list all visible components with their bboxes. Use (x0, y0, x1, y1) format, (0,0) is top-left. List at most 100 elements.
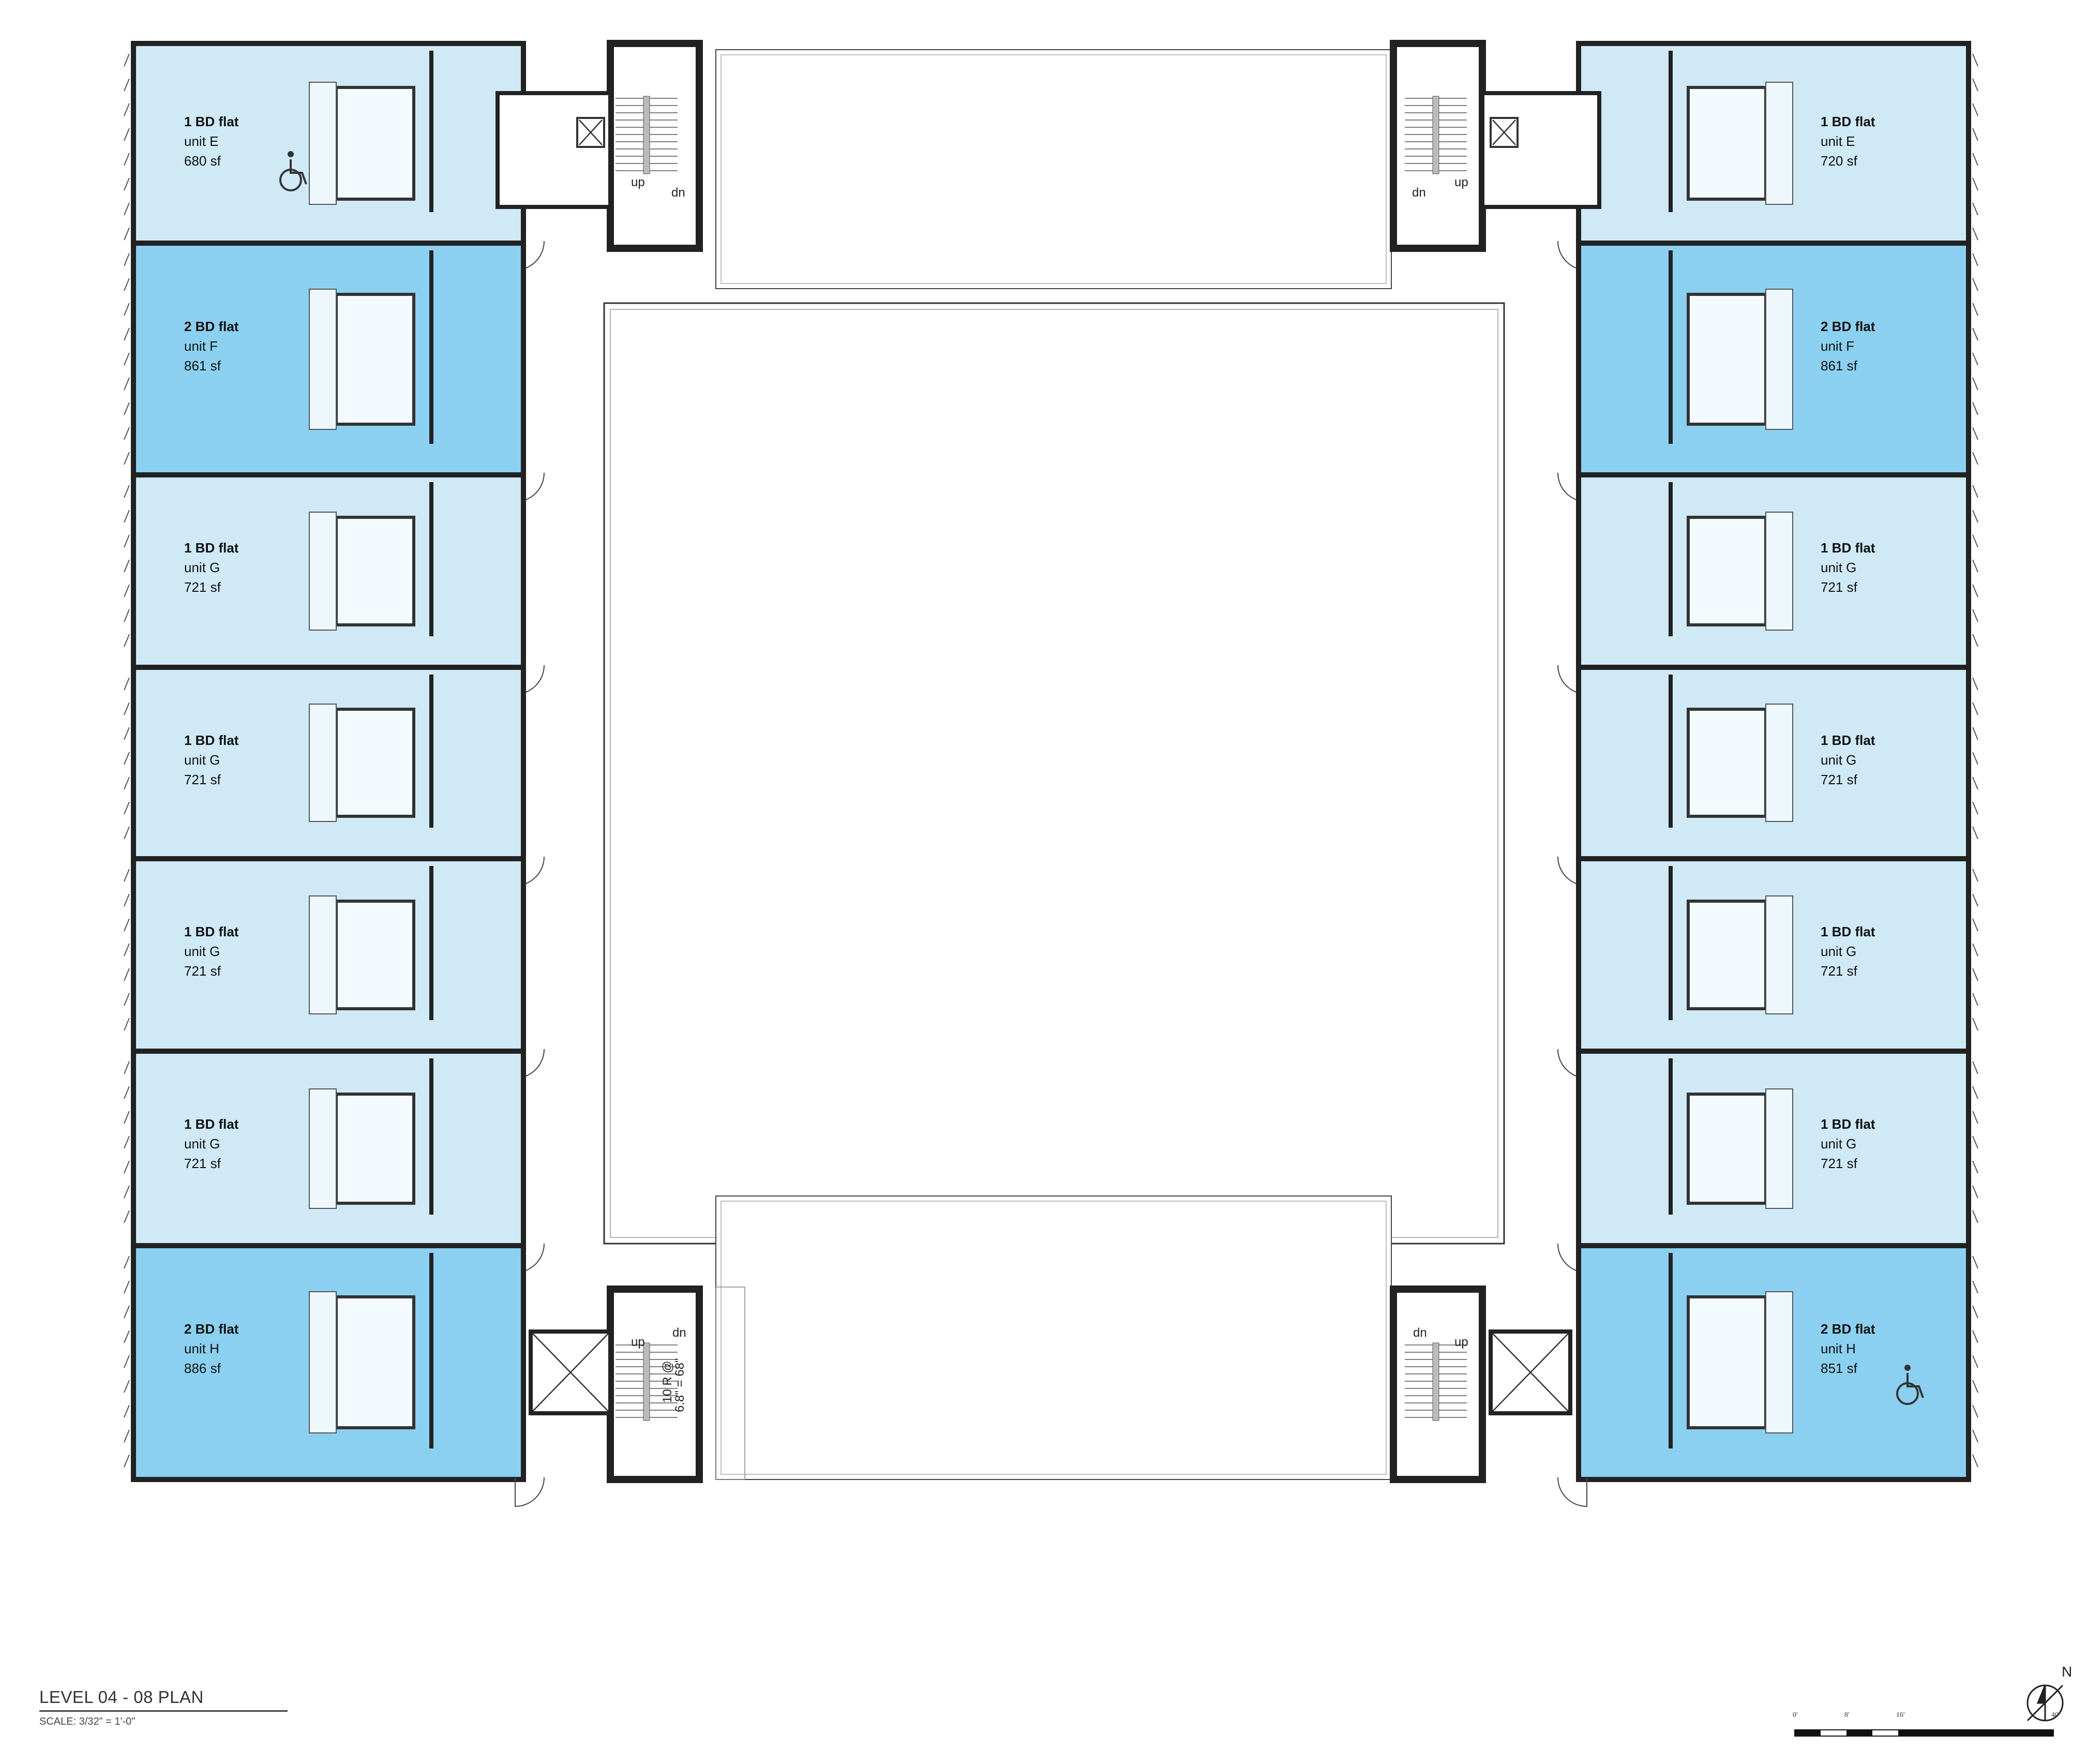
window-mullion (1972, 1185, 1978, 1199)
unit-type: 2 BD flat (1821, 319, 1875, 334)
kitchen-counter (1765, 895, 1793, 1014)
window-mullion (1972, 377, 1978, 391)
bathroom-core (1687, 1093, 1767, 1205)
north-arrow-icon (2026, 1684, 2064, 1722)
window-mullion (1972, 327, 1978, 341)
window-mullion (124, 1135, 130, 1149)
window-mullion (1972, 634, 1978, 647)
window-mullion (124, 53, 130, 67)
window-mullion (124, 153, 130, 166)
window-mullion (124, 177, 130, 191)
unit-area: 720 sf (1821, 153, 1858, 169)
window-mullion (124, 893, 130, 907)
window-mullion (1972, 253, 1978, 266)
unit-area: 861 sf (1821, 358, 1858, 373)
window-mullion (1972, 452, 1978, 465)
window-mullion (1972, 1380, 1978, 1393)
window-mullion (124, 1454, 130, 1468)
unit-name: unit G (184, 944, 220, 959)
window-mullion (124, 584, 130, 597)
kitchen-counter (309, 289, 337, 430)
window-mullion (124, 534, 130, 548)
bathroom-core (335, 516, 415, 626)
bathroom-core (1687, 1295, 1767, 1429)
bathroom-core (1687, 293, 1767, 426)
unit-name: unit G (184, 752, 220, 768)
cores (496, 40, 1601, 1483)
window-mullion (1972, 801, 1978, 815)
unit-name: unit G (1821, 1136, 1856, 1152)
bathroom-core (1687, 708, 1767, 818)
window-mullion (124, 427, 130, 440)
window-mullion (1972, 727, 1978, 740)
window-mullion (1972, 510, 1978, 523)
window-mullion (1972, 1355, 1978, 1368)
unit-type: 1 BD flat (1821, 540, 1875, 556)
stair-sw-riser-dim: 10 R @ (660, 1361, 674, 1403)
unit-name: unit G (1821, 560, 1856, 575)
bathroom-core (335, 1295, 415, 1429)
window-mullion (124, 943, 130, 956)
unit-name: unit G (1821, 944, 1856, 959)
courtyard (603, 49, 1505, 1480)
window-mullion (1972, 943, 1978, 956)
kitchen-counter (309, 512, 337, 631)
unit-type: 1 BD flat (1821, 1116, 1875, 1132)
window-mullion (124, 377, 130, 391)
window-mullion (1972, 427, 1978, 440)
bathroom-core (335, 293, 415, 426)
kitchen-counter (1765, 289, 1793, 430)
scale-bar (1794, 1729, 2054, 1737)
kitchen-counter (309, 895, 337, 1014)
accessible-icon (1896, 1365, 1924, 1405)
window-mullion (1972, 53, 1978, 67)
stair-se-dn: dn (1413, 1326, 1427, 1340)
window-mullion (124, 776, 130, 790)
south-terrace-step (715, 1287, 745, 1480)
stair-sw-dn: dn (672, 1326, 686, 1340)
window-mullion (1972, 303, 1978, 316)
unit-name: unit E (184, 133, 219, 149)
window-mullion (1972, 103, 1978, 116)
window-mullion (124, 559, 130, 573)
scale-mark-40: 40' (2051, 1711, 2060, 1719)
window-mullion (1972, 1086, 1978, 1099)
window-mullion (1972, 1429, 1978, 1443)
north-terrace-inner (720, 54, 1387, 284)
stair-sw-height-dim: 6.8" = 68" (673, 1358, 687, 1412)
window-mullion (1972, 918, 1978, 932)
window-mullion (1972, 826, 1978, 840)
window-mullion (1972, 609, 1978, 622)
window-mullion (124, 801, 130, 815)
window-mullion (1972, 1210, 1978, 1223)
window-mullion (124, 1280, 130, 1294)
accessible-icon (279, 151, 307, 191)
window-mullion (1972, 559, 1978, 573)
entry-door (515, 1477, 545, 1507)
unit-type: 1 BD flat (1821, 924, 1875, 939)
window-mullion (124, 869, 130, 882)
kitchen-counter (1765, 512, 1793, 631)
window-mullion (124, 968, 130, 981)
stair-nw-dn: dn (671, 186, 685, 200)
stair-se-up: up (1454, 1335, 1468, 1349)
window-mullion (124, 1429, 130, 1443)
kitchen-counter (309, 704, 337, 822)
stair-rail (1432, 1342, 1439, 1421)
window-mullion (1972, 128, 1978, 141)
window-mullion (124, 993, 130, 1006)
scale-mark-16: 16' (1896, 1711, 1905, 1719)
window-mullion (124, 1185, 130, 1199)
window-mullion (1972, 993, 1978, 1006)
kitchen-counter (309, 82, 337, 205)
window-mullion (124, 1355, 130, 1368)
unit-name: unit H (184, 1341, 219, 1356)
unit-area: 721 sf (184, 963, 221, 979)
window-mullion (124, 452, 130, 465)
